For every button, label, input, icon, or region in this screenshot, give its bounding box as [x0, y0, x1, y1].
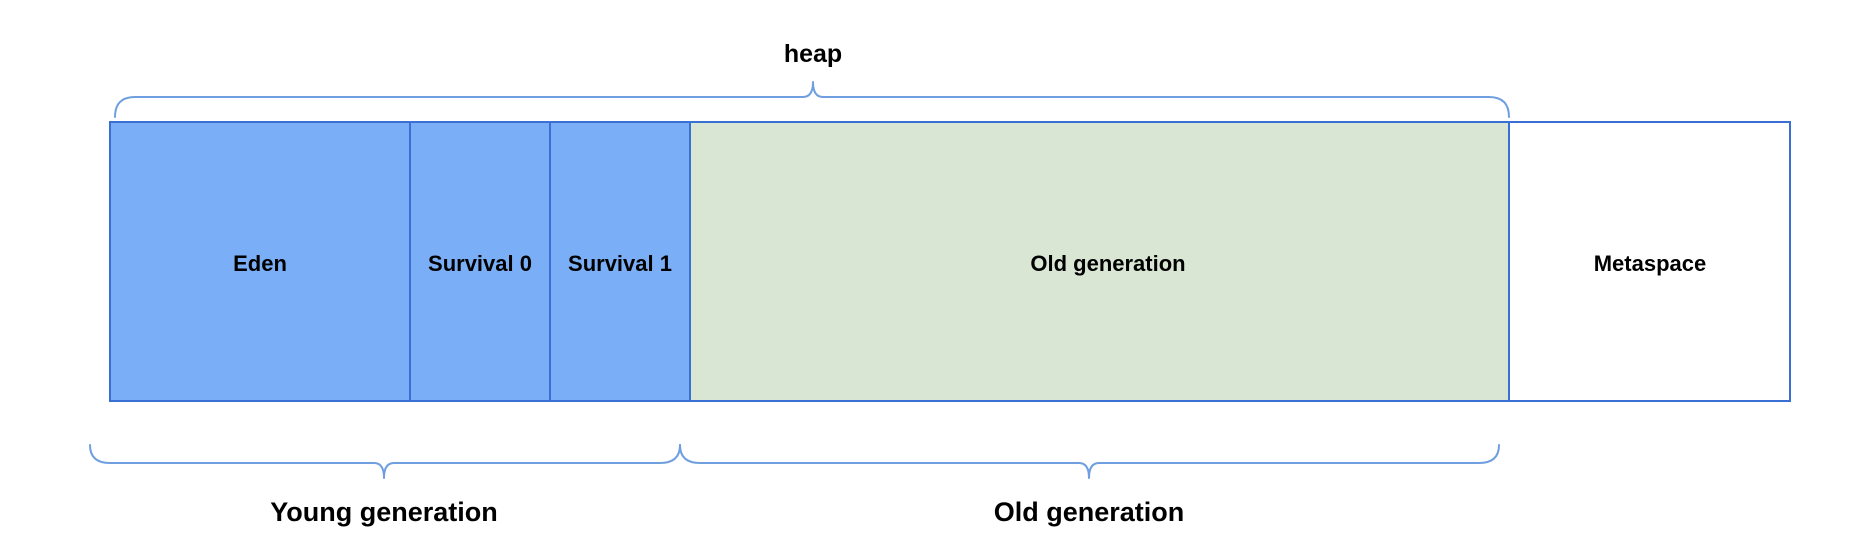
old-generation-segment	[689, 121, 1510, 402]
heap-label: heap	[784, 40, 842, 68]
metaspace-label: Metaspace	[1594, 251, 1707, 276]
young-generation-label: Young generation	[270, 497, 498, 527]
survival-1-label: Survival 1	[568, 251, 672, 276]
memory-bar	[109, 121, 1791, 402]
young-generation-bracket	[89, 444, 681, 479]
old-generation-segment-label: Old generation	[1030, 251, 1185, 276]
eden-segment	[109, 121, 411, 402]
eden-label: Eden	[233, 251, 287, 276]
old-generation-label: Old generation	[994, 497, 1185, 527]
metaspace-segment	[1508, 121, 1791, 402]
old-generation-bracket	[679, 444, 1500, 479]
survival-0-label: Survival 0	[428, 251, 532, 276]
survival-1-segment	[549, 121, 691, 402]
heap-bracket	[114, 81, 1510, 118]
survival-0-segment	[409, 121, 551, 402]
